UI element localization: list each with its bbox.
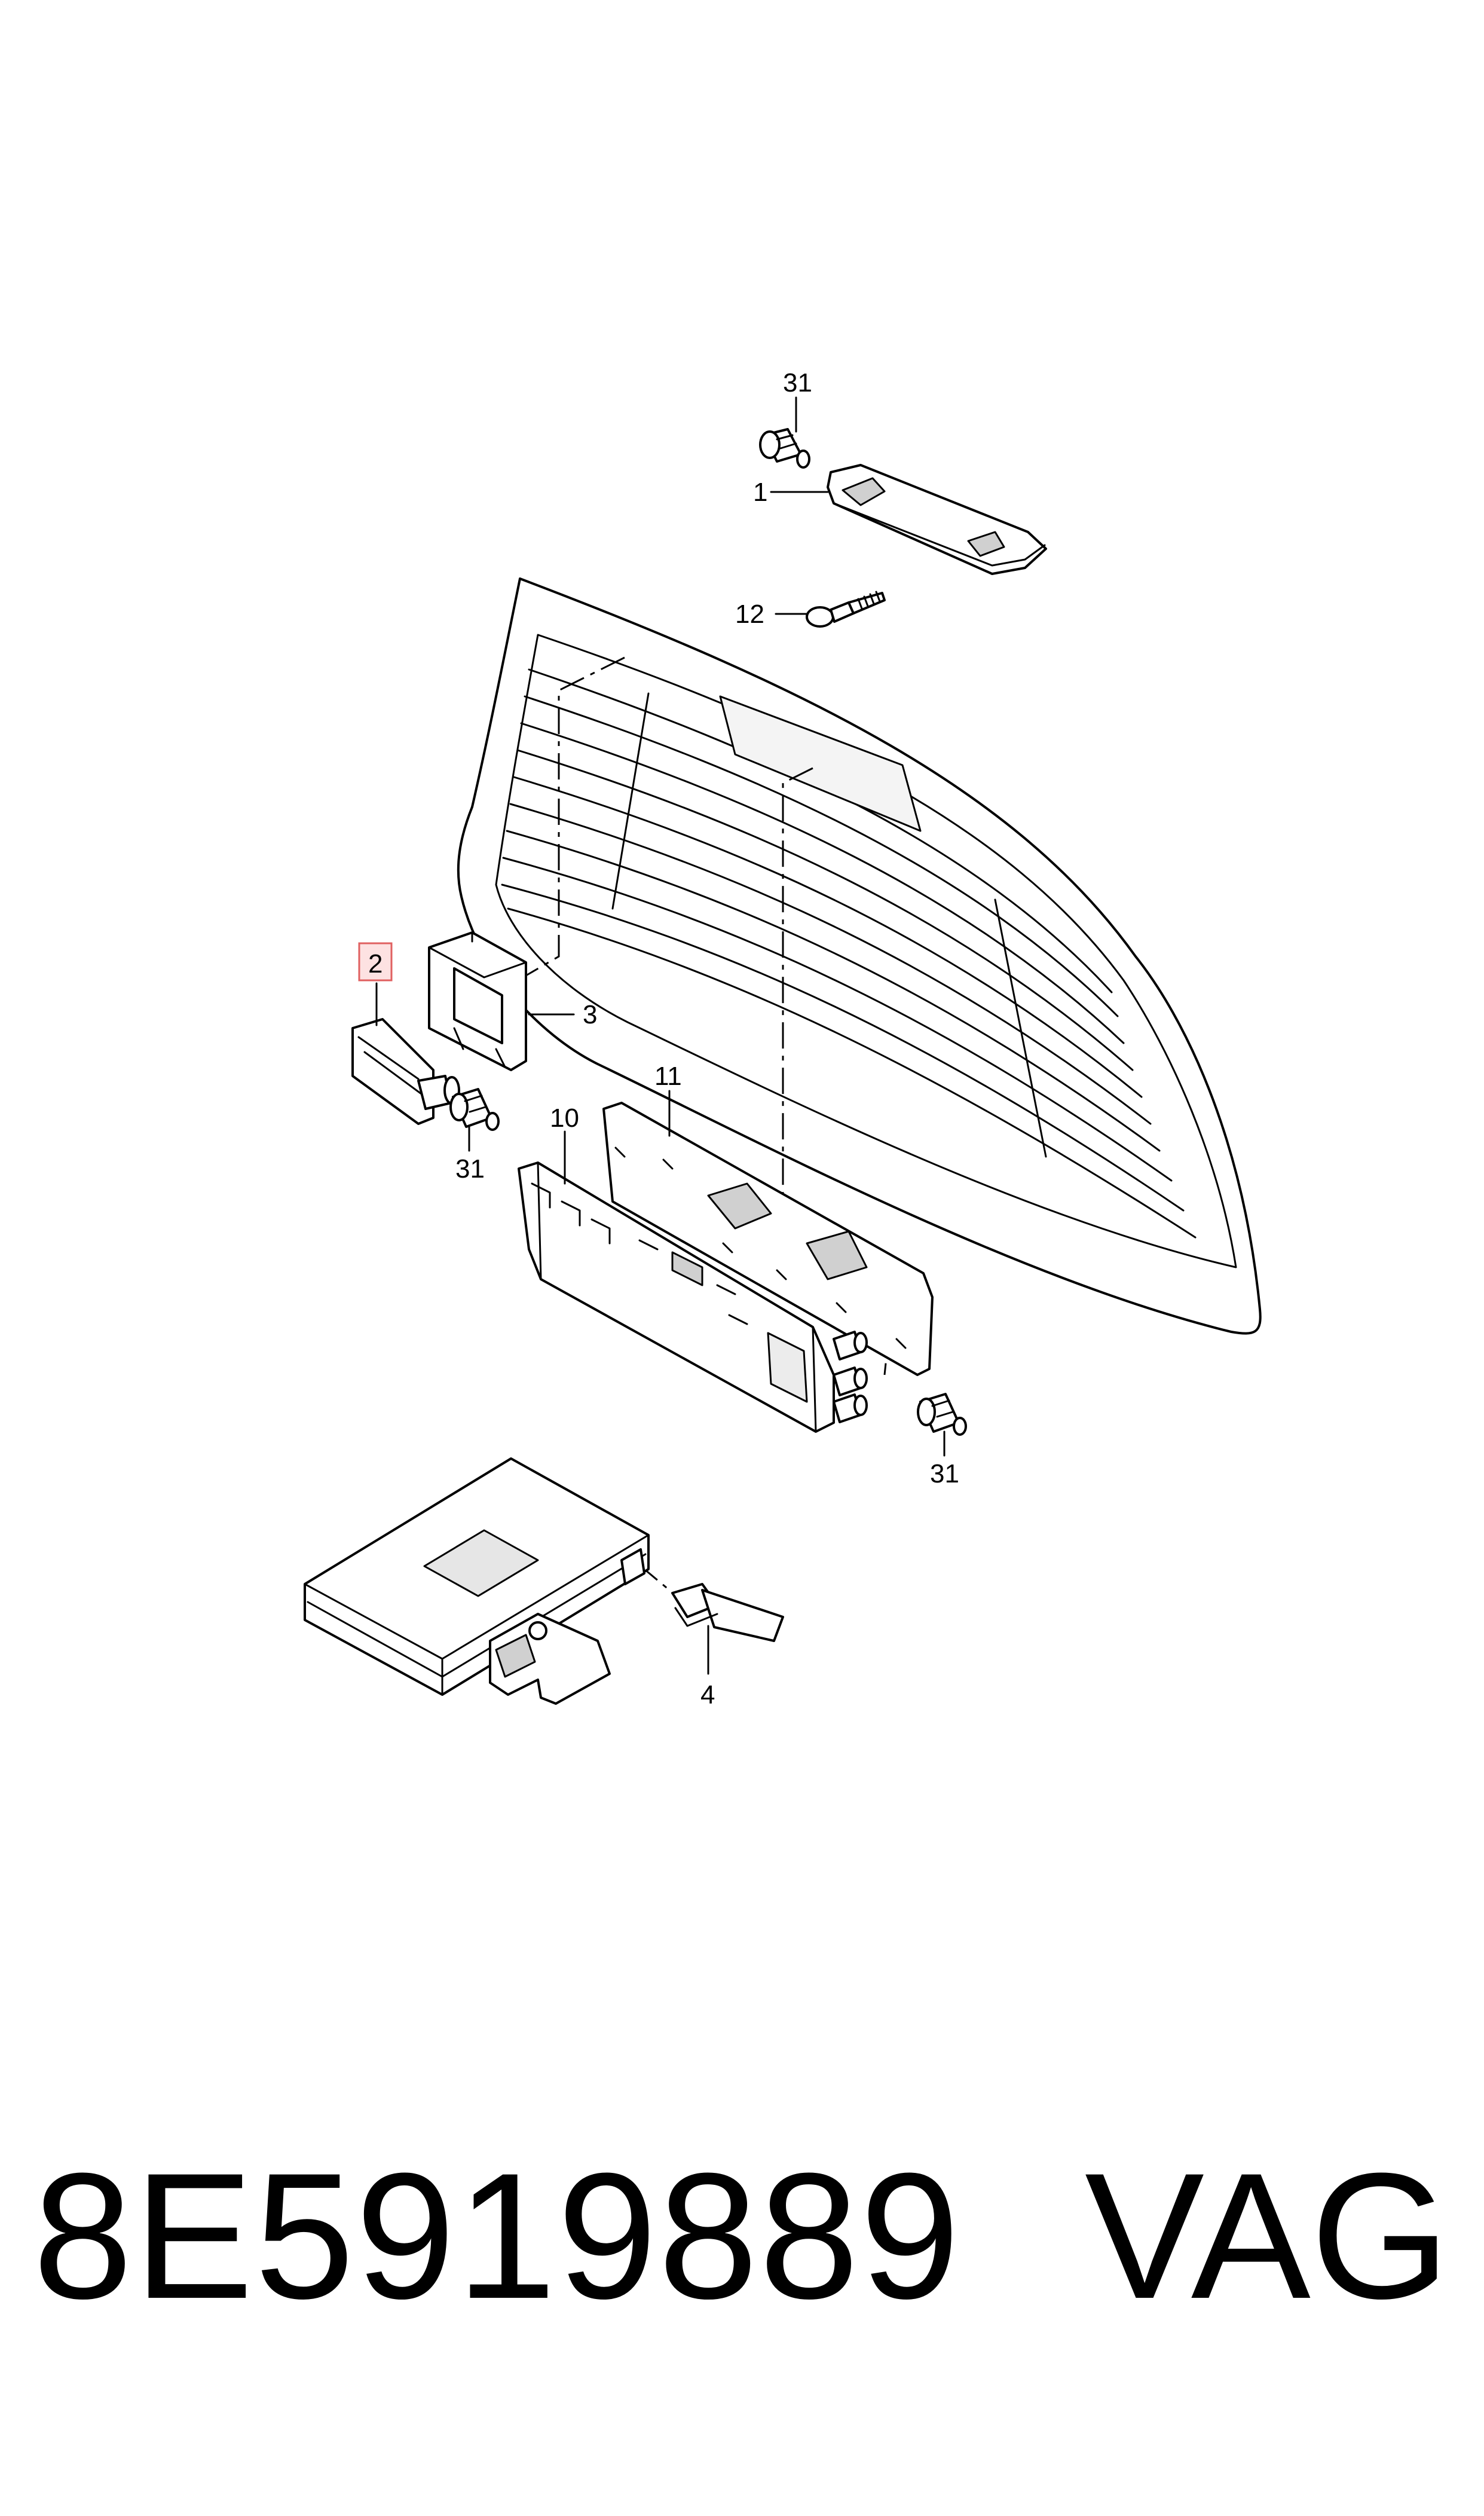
part-3-bracket	[428, 931, 527, 1071]
part-31-left-connector	[449, 1088, 500, 1131]
callout-31-right[interactable]: 31	[930, 1459, 959, 1488]
part-31-right-connector	[917, 1393, 967, 1436]
callout-31-left[interactable]: 31	[455, 1154, 485, 1184]
callout-11[interactable]: 11	[654, 1062, 682, 1091]
part-12-screw	[806, 591, 886, 628]
part-1-trim-strip	[827, 464, 1047, 575]
callout-2-highlight	[358, 942, 393, 982]
brand-label: VAG	[1085, 2135, 1451, 2336]
part-31-top-connector	[759, 428, 810, 469]
control-unit-box	[304, 1457, 650, 1705]
callout-31-top[interactable]: 31	[783, 368, 812, 398]
callout-leaders	[375, 396, 946, 1675]
part-11-panel	[602, 1102, 934, 1376]
part-10-rail	[518, 1161, 868, 1433]
leader-glass-to-11	[782, 767, 813, 1199]
rear-window-glass	[457, 577, 1262, 1335]
leader-glass-to-3	[525, 656, 625, 977]
defroster-grid	[501, 668, 1197, 1239]
callout-12[interactable]: 12	[735, 600, 764, 629]
callout-10[interactable]: 10	[550, 1103, 579, 1133]
callout-3[interactable]: 3	[583, 1000, 597, 1029]
callout-1[interactable]: 1	[753, 478, 767, 507]
callout-4[interactable]: 4	[700, 1680, 715, 1710]
callout-2[interactable]: 2	[368, 949, 383, 979]
part-4-flat-plug	[671, 1583, 784, 1642]
part-number-label: 8E5919889	[33, 2135, 961, 2336]
part-2-module	[351, 1018, 460, 1125]
